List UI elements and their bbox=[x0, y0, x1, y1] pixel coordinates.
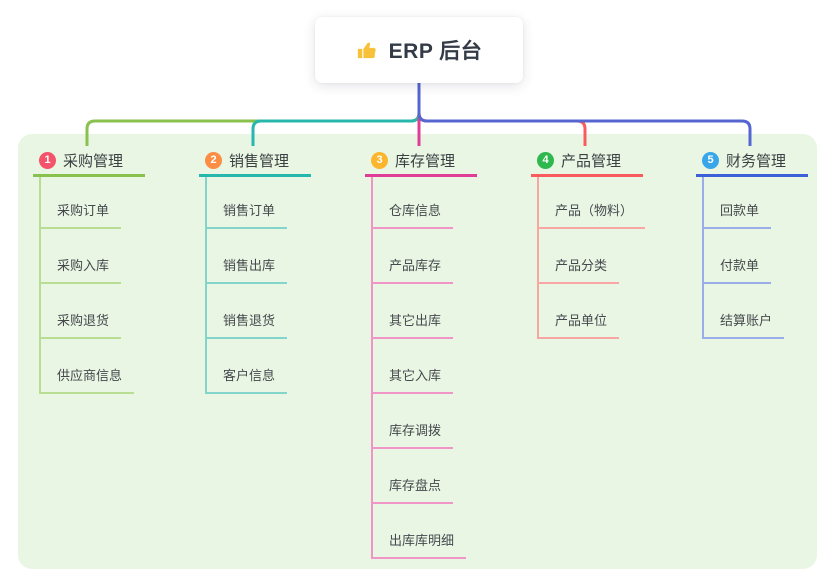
child-topic[interactable]: 产品单位 bbox=[539, 284, 645, 339]
child-topic-label: 其它出库 bbox=[373, 310, 454, 339]
child-topic-label: 采购订单 bbox=[41, 200, 122, 229]
child-topic-label: 采购入库 bbox=[41, 255, 122, 284]
child-topic[interactable]: 其它出库 bbox=[373, 284, 466, 339]
branch-5: 5 财务管理 回款单 付款单 结算账户 bbox=[696, 146, 808, 339]
child-topic-label: 客户信息 bbox=[207, 365, 288, 394]
branch-title[interactable]: 1 采购管理 bbox=[33, 146, 145, 177]
branch-number-badge: 5 bbox=[702, 151, 719, 169]
child-topic-label: 供应商信息 bbox=[41, 365, 135, 394]
child-topic[interactable]: 回款单 bbox=[704, 177, 784, 229]
child-topic[interactable]: 付款单 bbox=[704, 229, 784, 284]
branch-children: 采购订单 采购入库 采购退货 供应商信息 bbox=[39, 177, 135, 394]
child-topic-label: 库存调拨 bbox=[373, 420, 454, 449]
branch-number-badge: 2 bbox=[205, 151, 222, 169]
branch-number-badge: 3 bbox=[371, 151, 388, 169]
child-topic[interactable]: 销售退货 bbox=[207, 284, 288, 339]
child-topic-label: 产品分类 bbox=[539, 255, 620, 284]
child-topic[interactable]: 采购退货 bbox=[41, 284, 134, 339]
child-topic-label: 销售退货 bbox=[207, 310, 288, 339]
child-topic-label: 产品（物料） bbox=[539, 200, 646, 229]
branch-label: 采购管理 bbox=[63, 152, 124, 170]
branch-title[interactable]: 2 销售管理 bbox=[199, 146, 311, 177]
child-topic[interactable]: 仓库信息 bbox=[373, 177, 466, 229]
branch-label: 财务管理 bbox=[726, 152, 787, 170]
child-topic[interactable]: 采购入库 bbox=[41, 229, 134, 284]
root-title: ERP 后台 bbox=[388, 40, 483, 63]
child-topic[interactable]: 销售出库 bbox=[207, 229, 288, 284]
child-topic-label: 回款单 bbox=[704, 200, 772, 229]
child-topic-label: 仓库信息 bbox=[373, 200, 454, 229]
connector-branch-5 bbox=[417, 83, 752, 146]
branch-children: 销售订单 销售出库 销售退货 客户信息 bbox=[205, 177, 288, 394]
child-topic[interactable]: 库存盘点 bbox=[373, 449, 466, 504]
child-topic-label: 销售出库 bbox=[207, 255, 288, 284]
branch-label: 库存管理 bbox=[395, 152, 456, 170]
child-topic[interactable]: 产品（物料） bbox=[539, 177, 646, 229]
child-topic-label: 付款单 bbox=[704, 255, 772, 284]
branch-number-badge: 4 bbox=[537, 151, 554, 169]
child-topic[interactable]: 产品分类 bbox=[539, 229, 645, 284]
branch-label: 销售管理 bbox=[229, 152, 290, 170]
branch-children: 产品（物料） 产品分类 产品单位 bbox=[537, 177, 646, 339]
child-topic-label: 库存盘点 bbox=[373, 475, 454, 504]
connector-branch-4 bbox=[417, 83, 587, 146]
branch-2: 2 销售管理 销售订单 销售出库 销售退货 客户信息 bbox=[199, 146, 311, 394]
child-topic[interactable]: 采购订单 bbox=[41, 177, 134, 229]
child-topic-label: 销售订单 bbox=[207, 200, 288, 229]
branch-3: 3 库存管理 仓库信息 产品库存 其它出库 其它入库 库存调拨 库存盘点 出库库… bbox=[365, 146, 477, 559]
branches-panel bbox=[18, 134, 817, 569]
branch-children: 回款单 付款单 结算账户 bbox=[702, 177, 785, 339]
branch-4: 4 产品管理 产品（物料） 产品分类 产品单位 bbox=[531, 146, 646, 339]
child-topic-label: 结算账户 bbox=[704, 310, 785, 339]
child-topic[interactable]: 产品库存 bbox=[373, 229, 466, 284]
branch-title[interactable]: 5 财务管理 bbox=[696, 146, 808, 177]
branch-label: 产品管理 bbox=[561, 152, 622, 170]
child-topic[interactable]: 供应商信息 bbox=[41, 339, 135, 394]
child-topic-label: 其它入库 bbox=[373, 365, 454, 394]
connector-branch-2 bbox=[251, 83, 421, 146]
child-topic[interactable]: 销售订单 bbox=[207, 177, 288, 229]
branch-title[interactable]: 4 产品管理 bbox=[531, 146, 643, 177]
child-topic-label: 产品库存 bbox=[373, 255, 454, 284]
branch-number-badge: 1 bbox=[39, 151, 56, 169]
branch-1: 1 采购管理 采购订单 采购入库 采购退货 供应商信息 bbox=[33, 146, 145, 394]
branch-children: 仓库信息 产品库存 其它出库 其它入库 库存调拨 库存盘点 出库库明细 bbox=[371, 177, 467, 559]
child-topic-label: 出库库明细 bbox=[373, 530, 467, 559]
child-topic[interactable]: 客户信息 bbox=[207, 339, 288, 394]
child-topic[interactable]: 库存调拨 bbox=[373, 394, 466, 449]
thumbs-up-icon bbox=[356, 39, 379, 62]
child-topic-label: 产品单位 bbox=[539, 310, 620, 339]
child-topic-label: 采购退货 bbox=[41, 310, 122, 339]
root-node[interactable]: ERP 后台 bbox=[315, 17, 523, 83]
child-topic[interactable]: 其它入库 bbox=[373, 339, 466, 394]
child-topic[interactable]: 出库库明细 bbox=[373, 504, 467, 559]
child-topic[interactable]: 结算账户 bbox=[704, 284, 785, 339]
branch-title[interactable]: 3 库存管理 bbox=[365, 146, 477, 177]
